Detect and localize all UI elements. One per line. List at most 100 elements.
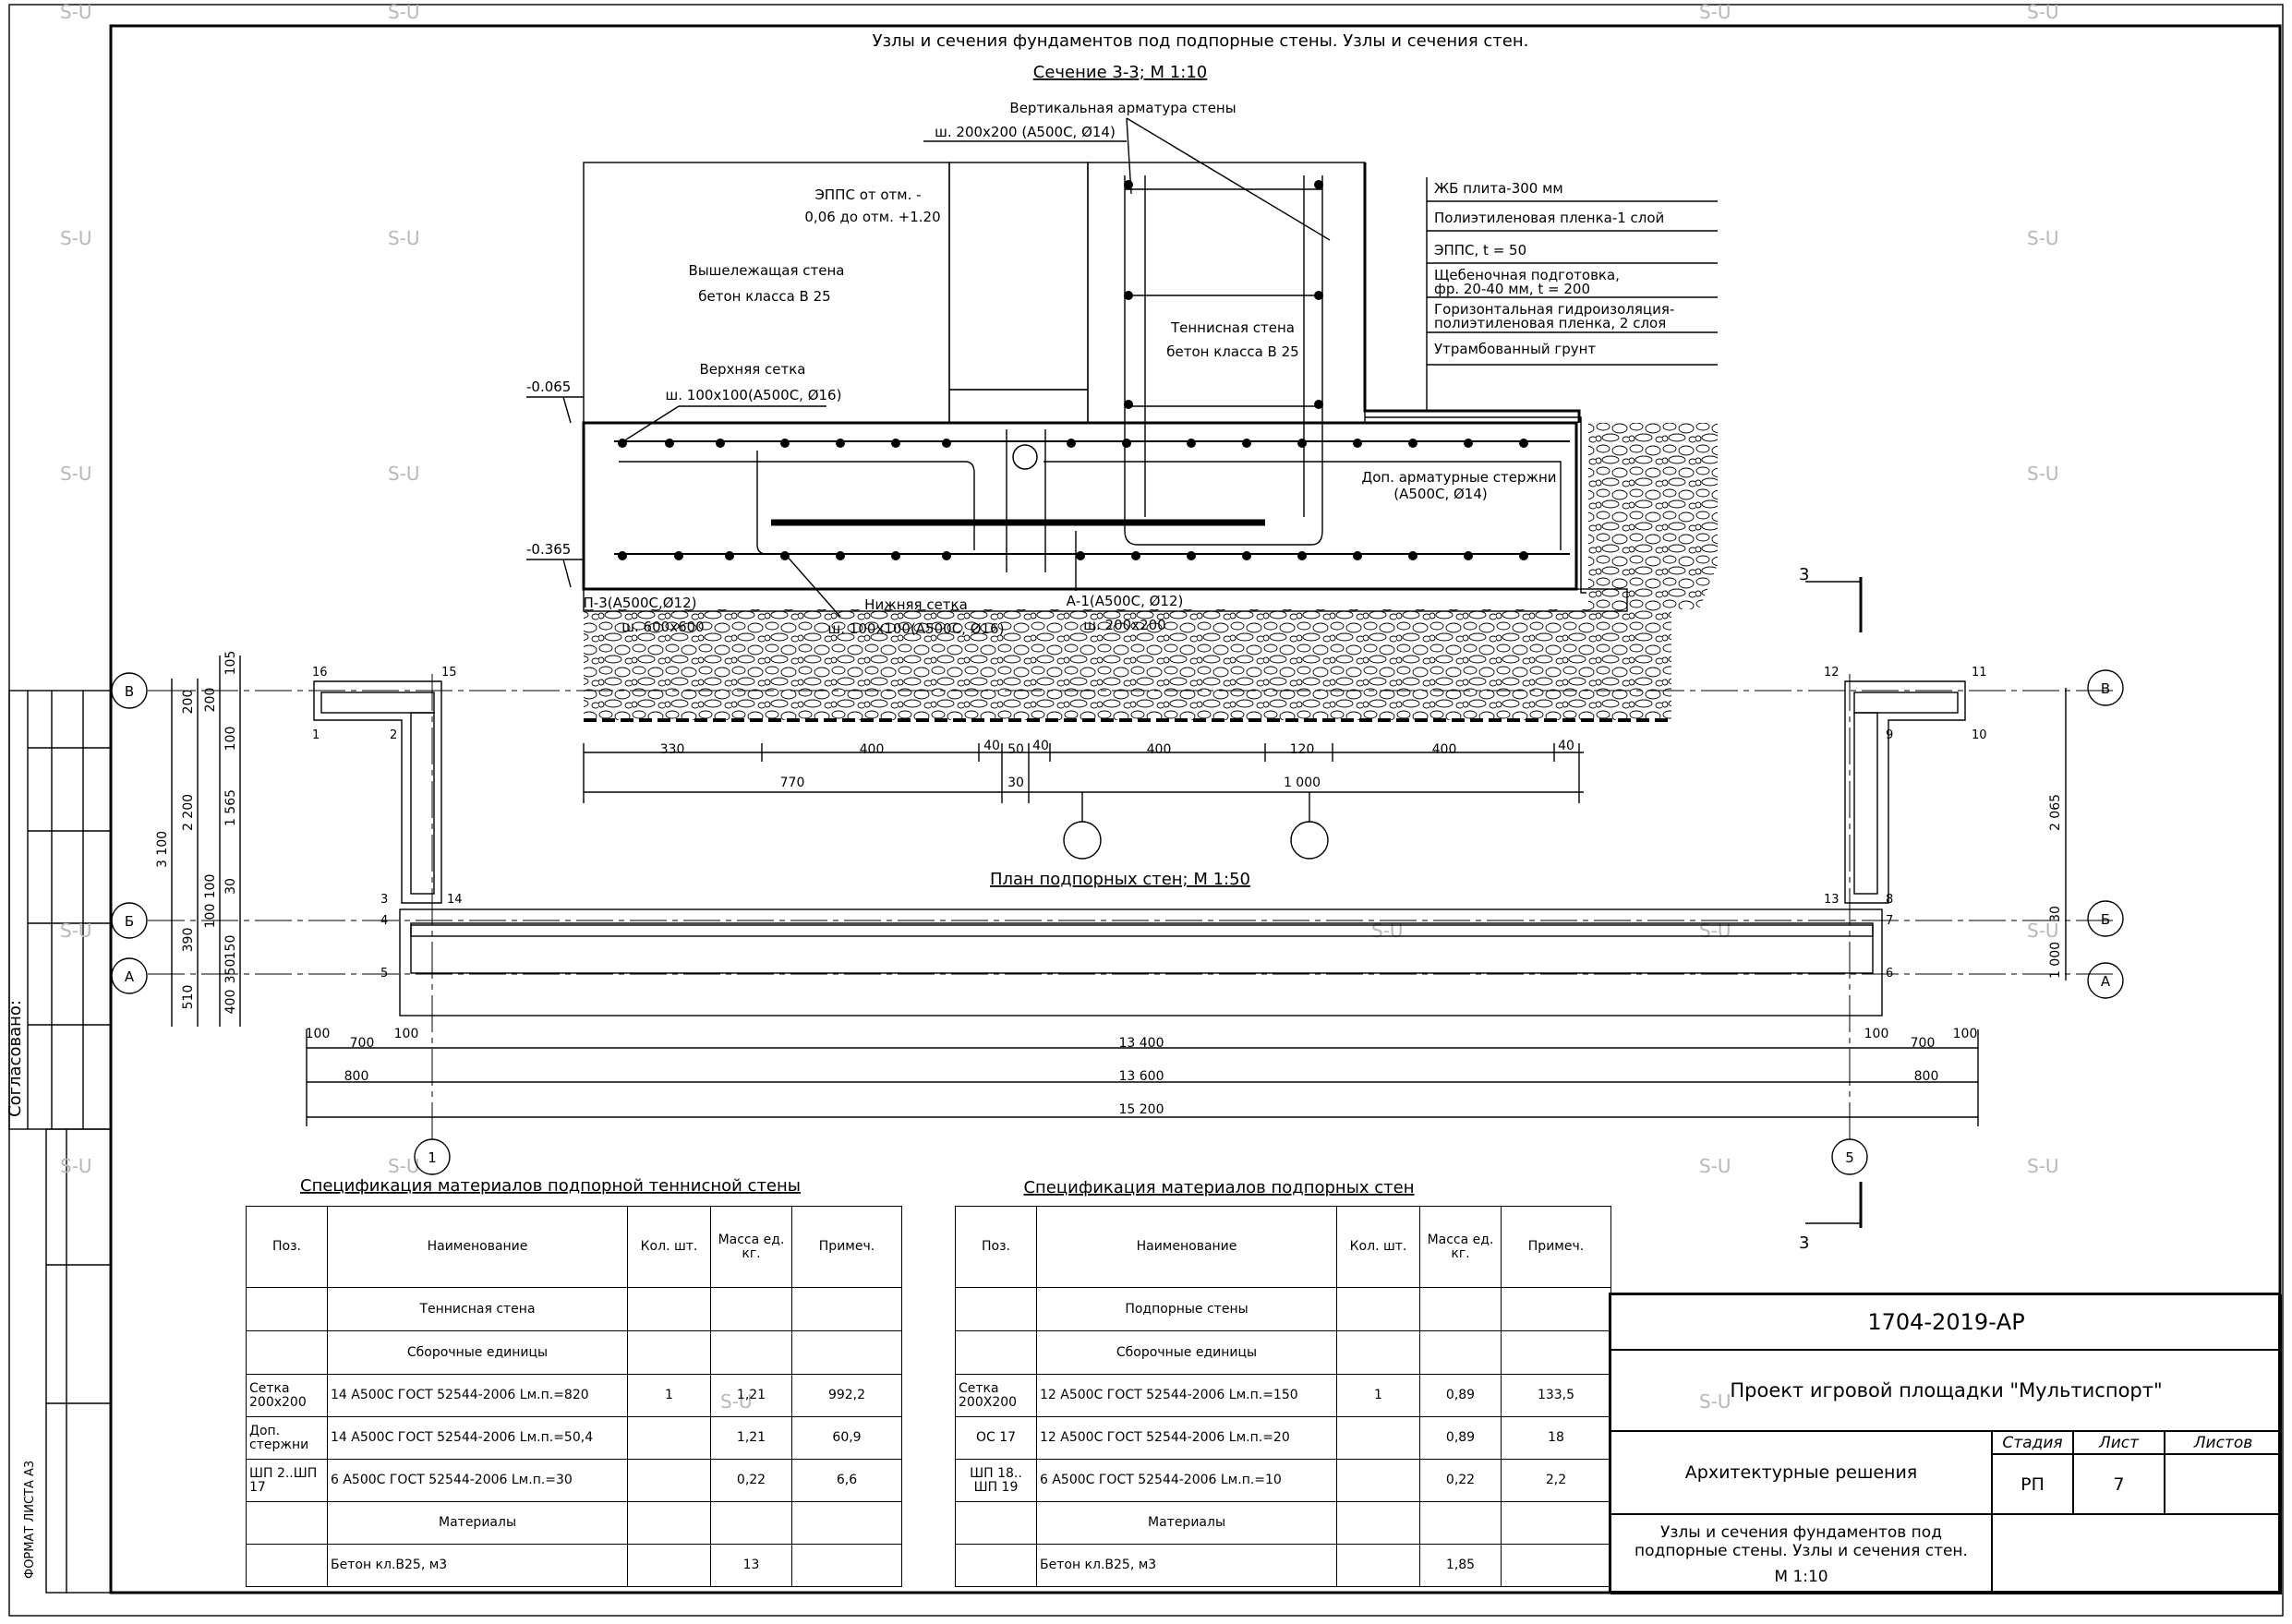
watermark: S-U [388,1,420,23]
table-cell [1501,1287,1611,1331]
table-cell [1419,1330,1502,1375]
table-cell: 12 А500С ГОСТ 52544-2006 Lм.п.=20 [1036,1416,1337,1460]
table-row: Материалы [246,1501,902,1545]
point-label: 11 [1972,666,1987,680]
label-additional-bars-spec: (А500С, Ø14) [1393,486,1488,502]
dim-label: 100 [306,1027,331,1041]
spec1-title: Спецификация материалов подпорной теннис… [300,1176,801,1196]
table-cell: 0,22 [1419,1459,1502,1502]
point-label: 8 [1886,893,1893,907]
table-cell: 60,9 [791,1416,902,1460]
dim-label: 800 [1914,1069,1939,1084]
watermark: S-U [1699,1,1731,23]
dim-label: 1 000 [1284,776,1321,790]
dim-label: 510 [181,985,196,1010]
table-cell [1336,1501,1420,1545]
side-stamp: Согласовано: ФОРМАТ ЛИСТА А3 [6,690,112,1594]
stage-value: РП [1992,1454,2073,1514]
sheet-title: Узлы и сечения фундаментов под подпорные… [873,31,1529,51]
stage-header: Стадия [1992,1431,2073,1454]
header-cell: Поз. [955,1206,1037,1288]
table-cell: 13 [710,1544,792,1587]
retaining-walls-plan: План подпорных стен; М 1:50 В Б А В Б А … [111,651,2124,1175]
layer-item: полиэтиленовая пленка, 2 слоя [1434,315,1666,331]
table-cell [246,1501,328,1545]
table-cell: Доп. стержни [246,1416,328,1460]
sheet-value: 7 [2073,1454,2165,1514]
watermark: S-U [388,463,420,485]
header-cell: Кол. шт. [1336,1206,1420,1288]
dim-label: 30 [2048,906,2063,922]
table-row: Материалы [955,1501,1611,1545]
label-vertical-rebar-spec: ш. 200х200 (А500С, Ø14) [935,124,1116,140]
table-cell: 0,89 [1419,1374,1502,1417]
table-cell: 1,21 [710,1416,792,1460]
spec2-table: Поз. Наименование Кол. шт. Масса ед. кг.… [955,1206,1611,1587]
sheets-value [2165,1454,2282,1514]
label-top-mesh: Верхняя сетка [699,361,805,378]
header-cell: Поз. [246,1206,328,1288]
watermarks: S-U S-U S-U S-U S-U S-U S-U S-U S-U S-U … [60,1,2059,1413]
watermark: S-U [2027,1,2059,23]
dim-label: 3 100 [155,831,170,868]
table-cell: ОС 17 [955,1416,1037,1460]
axis-label-v: В [125,683,134,700]
header-cell: Кол. шт. [627,1206,711,1288]
spec2-title: Спецификация материалов подпорных стен [1023,1178,1414,1197]
label-a1: А-1(А500С, Ø12) [1067,593,1184,609]
dim-label: 100 [203,904,218,929]
section-name: Архитектурные решения [1610,1431,1992,1514]
layer-item: Горизонтальная гидроизоляция- [1434,301,1674,318]
label-top-mesh-spec: ш. 100х100(А500С, Ø16) [666,387,842,403]
sheets-header: Листов [2165,1431,2282,1454]
dim-label: 1 000 [2048,942,2063,979]
axis-label-5: 5 [1845,1149,1854,1166]
table-cell: 14 А500С ГОСТ 52544-2006 Lм.п.=50,4 [327,1416,628,1460]
point-label: 5 [380,967,388,980]
table-cell [1336,1416,1420,1460]
watermark: S-U [60,1155,92,1177]
sheet-description-line: Узлы и сечения фундаментов под [1660,1522,1942,1542]
dim-label: 330 [660,742,685,757]
table-cell: Материалы [327,1501,628,1545]
table-cell: 14 А500С ГОСТ 52544-2006 Lм.п.=820 [327,1374,628,1417]
watermark: S-U [60,227,92,249]
layer-item: фр. 20-40 мм, t = 200 [1434,281,1590,297]
section-title: Сечение 3-3; М 1:10 [1033,63,1207,82]
watermark: S-U [2027,463,2059,485]
dim-label: 150 [223,935,238,960]
watermark: S-U [2027,227,2059,249]
table-header-row: Поз. Наименование Кол. шт. Масса ед. кг.… [246,1206,902,1288]
axis-label-v: В [2101,680,2110,697]
point-label: 9 [1886,728,1893,742]
dim-label: 2 200 [181,794,196,831]
table-cell [246,1330,328,1375]
layers-legend: ЖБ плита-300 мм Полиэтиленовая пленка-1 … [1426,177,1718,411]
table-cell: 133,5 [1501,1374,1611,1417]
spec1-table: Поз. Наименование Кол. шт. Масса ед. кг.… [246,1206,902,1587]
dim-label: 200 [181,690,196,715]
point-label: 15 [441,666,457,680]
dim-label: 30 [1007,776,1024,790]
table-cell: ШП 2..ШП 17 [246,1459,328,1502]
table-cell [710,1287,792,1331]
table-cell: Сборочные единицы [327,1330,628,1375]
watermark: S-U [1699,1390,1731,1413]
epps-insulation [948,162,1089,391]
cut-mark-label: 3 [1799,1233,1809,1253]
watermark: S-U [2027,920,2059,942]
label-tennis-wall-concrete: бетон класса В 25 [1166,343,1298,360]
axis-label-b: Б [125,913,134,930]
table-cell: Материалы [1036,1501,1337,1545]
table-cell [627,1330,711,1375]
header-cell: Наименование [1036,1206,1337,1288]
axis-label-1: 1 [428,1149,437,1166]
point-label: 14 [447,893,463,907]
table-cell: 0,22 [710,1459,792,1502]
plan-title: План подпорных стен; М 1:50 [990,870,1250,889]
format-label: ФОРМАТ ЛИСТА А3 [23,1461,37,1579]
label-a1-spec: ш. 200х200 [1083,617,1165,633]
